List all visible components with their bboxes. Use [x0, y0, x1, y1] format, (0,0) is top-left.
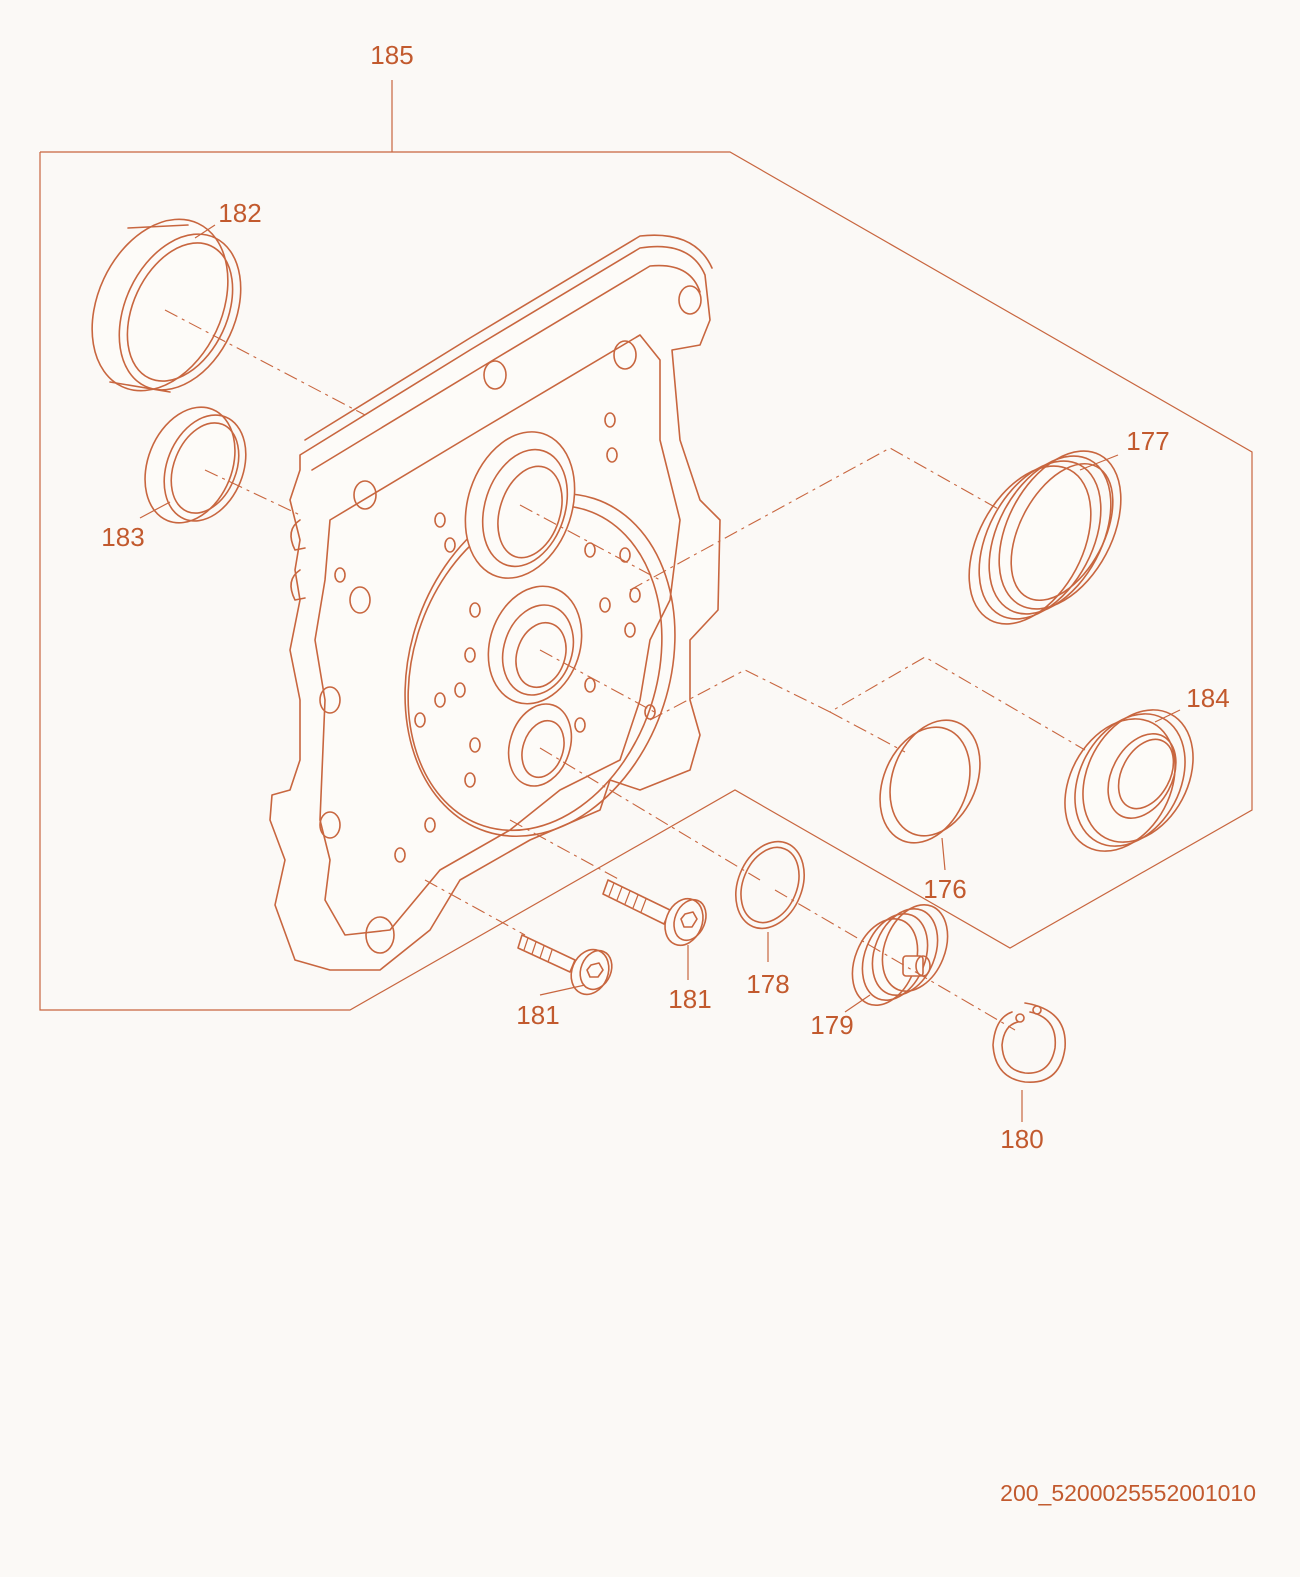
part-177-threaded-ring	[968, 450, 1122, 625]
part-182-seal-ring	[91, 218, 242, 393]
part-181-cap-screw-a	[517, 934, 613, 996]
callout-179: 179	[810, 1010, 853, 1040]
part-183-seal-ring	[144, 406, 247, 524]
part-181-cap-screw-b	[602, 879, 707, 947]
callout-181-left: 181	[516, 1000, 559, 1030]
part-178-o-ring	[735, 840, 805, 930]
callout-181-right: 181	[668, 984, 711, 1014]
drawing-number: 200_5200025552001010	[1000, 1480, 1256, 1506]
leader-lines	[139, 224, 1181, 1122]
assembly-axis-lines	[164, 309, 1086, 1031]
part-176-cover-cap	[879, 719, 981, 844]
callout-185: 185	[370, 40, 413, 70]
callout-180: 180	[1000, 1124, 1043, 1154]
part-184-shaft-seal	[1064, 709, 1194, 852]
housing-plate	[269, 234, 721, 971]
callout-182: 182	[218, 198, 261, 228]
callout-176: 176	[923, 874, 966, 904]
assembly-bracket-185	[39, 80, 1253, 1011]
callout-labels: 185 182 183 177 184 176 178 179 180 181 …	[101, 40, 1229, 1154]
part-180-circlip	[992, 1002, 1066, 1083]
callout-177: 177	[1126, 426, 1169, 456]
callout-178: 178	[746, 969, 789, 999]
callout-183: 183	[101, 522, 144, 552]
part-179-roller	[851, 903, 949, 1007]
callout-184: 184	[1186, 683, 1229, 713]
